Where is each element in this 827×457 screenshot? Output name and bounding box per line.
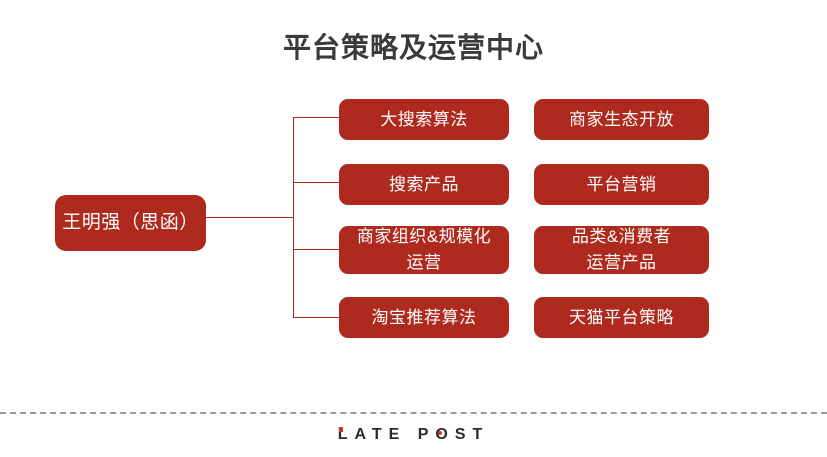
footer-divider bbox=[0, 412, 827, 414]
connector-root-stub bbox=[206, 217, 294, 218]
org-node-primary-2-label: 搜索产品 bbox=[389, 174, 459, 194]
org-node-secondary-3-line1: 品类&消费者 bbox=[571, 227, 672, 246]
org-node-primary-4[interactable]: 淘宝推荐算法 bbox=[339, 297, 509, 338]
connector-branch-2 bbox=[293, 182, 340, 183]
org-node-secondary-3[interactable]: 品类&消费者 运营产品 bbox=[534, 226, 709, 274]
org-node-primary-3-line1: 商家组织&规模化 bbox=[356, 227, 492, 246]
org-node-secondary-3-line2: 运营产品 bbox=[586, 253, 657, 272]
wordmark-letter-p: P bbox=[417, 426, 436, 443]
org-node-primary-3-line2: 运营 bbox=[406, 253, 442, 272]
org-node-root[interactable]: 王明强（思函） bbox=[55, 195, 206, 251]
org-node-secondary-4-label: 天猫平台策略 bbox=[569, 307, 674, 327]
org-node-primary-1-label: 大搜索算法 bbox=[380, 109, 468, 129]
page-title: 平台策略及运营中心 bbox=[282, 32, 544, 63]
connector-branch-4 bbox=[293, 317, 340, 318]
org-node-secondary-2-label: 平台营销 bbox=[586, 174, 657, 194]
org-node-secondary-1-label: 商家生态开放 bbox=[569, 109, 674, 129]
wordmark-letters-ate: ATE bbox=[354, 426, 407, 443]
wordmark-letter-o: O bbox=[435, 426, 455, 443]
org-node-secondary-3-label: 品类&消费者 运营产品 bbox=[534, 224, 709, 276]
wordmark-letter-l: L bbox=[337, 426, 355, 443]
org-node-primary-3[interactable]: 商家组织&规模化 运营 bbox=[339, 226, 509, 274]
org-node-primary-3-label: 商家组织&规模化 运营 bbox=[339, 224, 509, 276]
org-node-secondary-1[interactable]: 商家生态开放 bbox=[534, 99, 709, 140]
connector-spine bbox=[293, 117, 294, 318]
wordmark-letters-st: ST bbox=[454, 426, 490, 443]
org-node-root-label: 王明强（思函） bbox=[62, 212, 199, 233]
footer-wordmark: LATE POST bbox=[0, 426, 827, 444]
org-node-primary-2[interactable]: 搜索产品 bbox=[339, 164, 509, 205]
org-node-secondary-2[interactable]: 平台营销 bbox=[534, 164, 709, 205]
org-node-primary-4-label: 淘宝推荐算法 bbox=[371, 307, 477, 327]
connector-branch-3 bbox=[293, 249, 340, 250]
org-node-secondary-4[interactable]: 天猫平台策略 bbox=[534, 297, 709, 338]
connector-branch-1 bbox=[293, 117, 340, 118]
org-node-primary-1[interactable]: 大搜索算法 bbox=[339, 99, 509, 140]
